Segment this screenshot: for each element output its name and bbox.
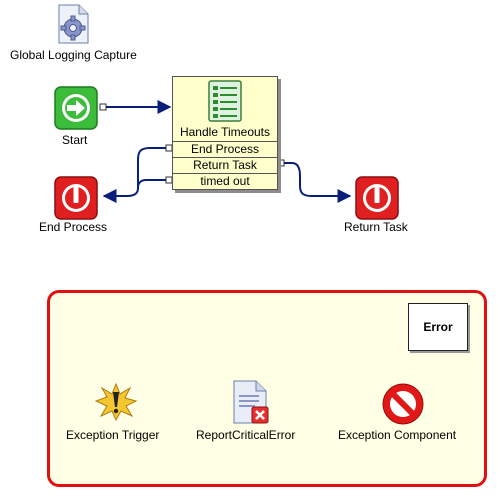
global-logging-label: Global Logging Capture [10, 48, 137, 62]
connector-start-to-handle-timeouts [99, 100, 172, 114]
handle-timeouts-title: Handle Timeouts [179, 125, 271, 139]
connector-end-process [102, 144, 173, 203]
no-entry-icon [381, 382, 425, 429]
stop-icon [54, 176, 98, 223]
document-list-icon [207, 79, 243, 126]
exception-component-label: Exception Component [338, 428, 457, 442]
exception-trigger-icon [94, 382, 138, 425]
gear-document-icon [56, 4, 90, 47]
error-section-title: Error [408, 303, 468, 351]
output-timed-out[interactable]: timed out [173, 173, 277, 188]
start-arrow-icon [54, 86, 98, 133]
output-end-process[interactable]: End Process [173, 141, 277, 156]
report-critical-error-label: ReportCriticalError [196, 428, 296, 442]
connector-return-task [277, 159, 352, 203]
end-process-label: End Process [39, 220, 108, 234]
stop-icon [355, 176, 399, 223]
connector-timed-out [137, 176, 173, 189]
handle-timeouts-task[interactable]: Handle Timeouts End Process Return Task … [172, 76, 278, 190]
start-label: Start [62, 133, 88, 147]
return-task-label: Return Task [344, 220, 408, 234]
exception-trigger-label: Exception Trigger [66, 428, 160, 442]
output-return-task[interactable]: Return Task [173, 157, 277, 172]
document-error-icon [230, 379, 272, 428]
